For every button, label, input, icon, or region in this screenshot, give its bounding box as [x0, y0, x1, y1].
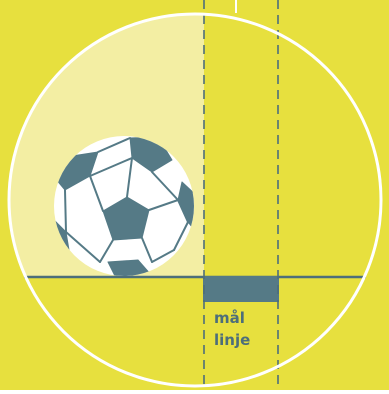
- goal-line-label-line-1: mål: [214, 309, 284, 327]
- goal-line-label-line-2: linje: [214, 331, 284, 349]
- goal-post: [203, 276, 279, 302]
